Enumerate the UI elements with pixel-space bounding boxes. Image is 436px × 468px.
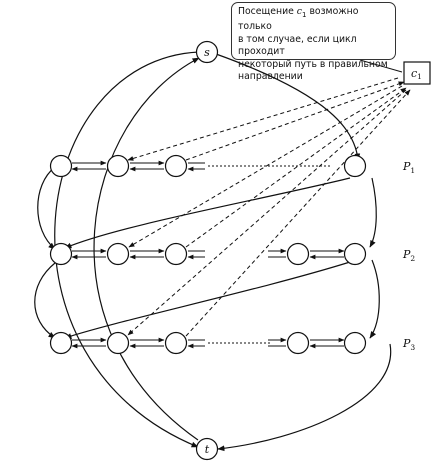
link-left-1-2: [37, 166, 56, 250]
vertex-node: [286, 331, 310, 355]
vertex-node: [49, 154, 73, 178]
clause-edge: [128, 85, 403, 248]
link-right-1-2: [369, 177, 377, 248]
sink-label: t: [205, 443, 210, 456]
arc-s-left-inner: [93, 57, 200, 441]
callout-line-1: Посещение c1 возможно только: [238, 6, 359, 33]
vertex-node: [106, 154, 130, 178]
clause-edge: [185, 81, 405, 161]
clause-edge: [127, 77, 399, 161]
clause-edge: [185, 87, 407, 248]
callout-line-3: некоторый путь в правильном: [238, 58, 388, 70]
callout-note: Посещение c1 возможно только в том случа…: [231, 2, 396, 82]
vertex-node: [49, 331, 73, 355]
clause-node: [403, 61, 431, 85]
path-row-2: [49, 242, 367, 266]
source-node: [195, 40, 219, 64]
clause-label: c1: [411, 67, 422, 81]
vertex-node: [286, 242, 310, 266]
link-left-2-3: [34, 262, 56, 339]
path-label-p2: P2: [402, 248, 415, 263]
link-right-2-3: [369, 259, 380, 339]
vertex-node: [343, 242, 367, 266]
vertex-node: [106, 331, 130, 355]
callout-pointer: [359, 59, 403, 73]
callout-line-4: направлении: [238, 71, 303, 83]
path-row-1: [49, 154, 367, 178]
arc-s-left-outer: [54, 51, 200, 448]
arc-right-t: [217, 343, 392, 452]
sink-node: [195, 437, 219, 461]
vertex-node: [106, 242, 130, 266]
vertex-node: [49, 242, 73, 266]
clause-edges: [127, 77, 411, 337]
vertex-node: [164, 331, 188, 355]
vertex-node: [164, 154, 188, 178]
vertex-node: [164, 242, 188, 266]
vertex-node: [343, 331, 367, 355]
vertex-node: [343, 154, 367, 178]
link-cross-2-3: [64, 261, 351, 339]
path-row-3: [49, 331, 367, 355]
path-label-p3: P3: [402, 337, 415, 352]
link-cross-1-2: [64, 177, 351, 249]
path-label-p1: P1: [402, 160, 415, 175]
source-label: s: [204, 46, 210, 59]
clause-edge: [127, 89, 407, 336]
callout-line-2: в том случае, если цикл проходит: [238, 33, 357, 58]
